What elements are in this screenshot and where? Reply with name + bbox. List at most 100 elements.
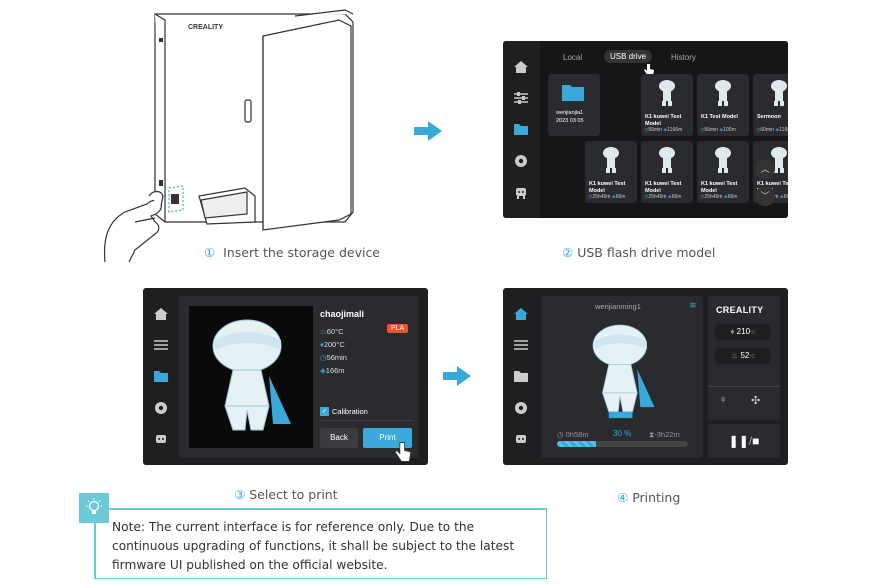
- step-3-marker: ③: [234, 487, 246, 502]
- step-4-text: Printing: [632, 490, 681, 505]
- file-length: 66m: [615, 193, 626, 200]
- filament-length-value: 166m: [325, 366, 345, 375]
- tab-history[interactable]: History: [671, 53, 696, 62]
- file-time: 56min: [648, 126, 662, 133]
- hand-pointer-icon: [644, 64, 654, 76]
- settings-sliders-icon[interactable]: [513, 337, 529, 353]
- mascot-thumbnail-icon: [771, 147, 787, 173]
- back-button[interactable]: Back: [320, 428, 358, 448]
- home-icon[interactable]: [153, 306, 169, 322]
- file-time: 25h46m: [648, 193, 667, 200]
- note-text: Note: The current interface is for refer…: [112, 520, 515, 572]
- settings-sliders-icon[interactable]: [153, 337, 169, 353]
- folder-date: 2023 03 05: [556, 118, 584, 124]
- bed-icon: ♨: [731, 351, 739, 360]
- material-badge: PLA: [387, 324, 409, 333]
- note-box: Note: The current interface is for refer…: [94, 508, 547, 579]
- nozzle-icon: ♦: [730, 327, 735, 336]
- nozzle-temp-chip: ♦ 210℃: [715, 324, 771, 340]
- file-meta: ◷25h46m ◈66m: [588, 193, 626, 200]
- checkbox-checked-icon: ✓: [320, 407, 329, 416]
- robot-icon[interactable]: [513, 184, 529, 200]
- file-time: 56min: [704, 126, 718, 133]
- clock-icon: ◷: [557, 430, 564, 439]
- file-tile[interactable]: K1 Test Model◷56min ◈100m: [697, 74, 749, 136]
- bed-temp-unit: ℃: [749, 354, 755, 360]
- file-tile[interactable]: Sermoon◷60min ◈1166m: [753, 74, 788, 136]
- select-print-screen: chaojimali PLA ♨60°C ♦200°C ◷56min ◈166m…: [143, 288, 428, 465]
- scroll-down-button[interactable]: ﹀: [755, 186, 775, 206]
- step-1-text: Insert the storage device: [223, 245, 381, 260]
- nozzle-temp-unit: ℃: [750, 330, 756, 336]
- elapsed-time: ◷ 0h58m: [557, 430, 589, 439]
- folder-icon[interactable]: [153, 368, 169, 384]
- step-4-marker: ④: [617, 490, 629, 505]
- file-length: 100m: [723, 126, 736, 133]
- fan-icon[interactable]: ✣: [751, 395, 761, 407]
- scroll-up-button[interactable]: ︿: [755, 159, 775, 179]
- home-icon[interactable]: [513, 59, 529, 75]
- printer-logo: CREALITY: [188, 24, 223, 31]
- file-tile[interactable]: K1 kuwei Test Model◷56min ◈1166m: [641, 74, 693, 136]
- bed-temp-value: 52: [740, 351, 750, 360]
- printing-file-name: wenjianming1: [595, 302, 641, 311]
- mascot-thumbnail-icon: [715, 80, 731, 106]
- calibration-checkbox[interactable]: ✓ Calibration: [320, 407, 368, 416]
- folder-icon: [562, 85, 584, 101]
- hourglass-icon: ⧗: [649, 430, 655, 439]
- file-meta: ◷25h46m ◈66m: [644, 193, 682, 200]
- pause-icon: ❚❚: [728, 434, 749, 448]
- file-name: Sermoon: [757, 114, 781, 120]
- gear-icon[interactable]: [513, 153, 529, 169]
- tab-usb-drive[interactable]: USB drive: [604, 50, 653, 63]
- bed-temp-value: 60°C: [326, 327, 344, 336]
- folder-icon[interactable]: [513, 121, 529, 137]
- file-time: 25h46m: [704, 193, 723, 200]
- robot-icon[interactable]: [513, 431, 529, 447]
- mascot-figure-icon: [592, 324, 655, 419]
- filament-length: ◈166m: [320, 366, 345, 375]
- mascot-figure-icon: [212, 319, 291, 431]
- calibration-label: Calibration: [332, 407, 368, 416]
- step-4-caption: ④ Printing: [617, 490, 680, 505]
- nozzle-temp-value: 210: [736, 327, 751, 336]
- light-bulb-icon[interactable]: ♀: [719, 394, 728, 406]
- sidebar: [503, 288, 539, 465]
- file-length: 66m: [671, 193, 682, 200]
- file-meta: ◷56min ◈1166m: [644, 126, 683, 133]
- file-tile[interactable]: K1 kuwei Test Model◷25h46m ◈66m: [697, 141, 749, 203]
- file-name: chaojimali: [320, 309, 365, 319]
- home-icon[interactable]: [513, 306, 529, 322]
- step-1-marker: ①: [204, 245, 216, 260]
- mascot-thumbnail-icon: [659, 80, 675, 106]
- tab-local[interactable]: Local: [563, 53, 583, 62]
- stop-icon: ■: [752, 434, 760, 448]
- gear-icon[interactable]: [153, 400, 169, 416]
- sidebar: [143, 288, 179, 465]
- progress-fill: [557, 441, 597, 447]
- pause-stop-button[interactable]: ❚❚/■: [708, 424, 780, 458]
- step-3-text: Select to print: [249, 487, 338, 502]
- note-tip-icon: [79, 493, 109, 523]
- folder-icon[interactable]: [513, 368, 529, 384]
- mascot-thumbnail-icon: [603, 147, 619, 173]
- robot-icon[interactable]: [153, 431, 169, 447]
- hand-pointer-icon: [394, 442, 412, 462]
- file-tile[interactable]: K1 kuwei Test Model◷25h46m ◈66m: [585, 141, 637, 203]
- usb-drive-screen: Local USB drive History wenjianjia1 2023…: [503, 41, 788, 218]
- nozzle-temp: ♦200°C: [320, 340, 345, 349]
- bed-temp: ♨60°C: [320, 327, 344, 336]
- progress-percent: 30 %: [613, 429, 632, 438]
- mascot-thumbnail-icon: [715, 147, 731, 173]
- file-tile[interactable]: K1 kuwei Test Model◷25h46m ◈66m: [641, 141, 693, 203]
- file-time: 25h46m: [592, 193, 611, 200]
- bed-temp-chip: ♨ 52℃: [715, 348, 771, 364]
- step-1-caption: ① Insert the storage device: [204, 245, 380, 260]
- file-name: K1 kuwei Test Model: [701, 181, 738, 194]
- mascot-thumbnail-icon: [659, 147, 675, 173]
- folder-tile[interactable]: wenjianjia1 2023 03 05: [548, 74, 600, 136]
- gear-icon[interactable]: [513, 400, 529, 416]
- file-time: 60min: [760, 126, 774, 133]
- nozzle-temp-value: 200°C: [323, 340, 345, 349]
- settings-sliders-icon[interactable]: [513, 90, 529, 106]
